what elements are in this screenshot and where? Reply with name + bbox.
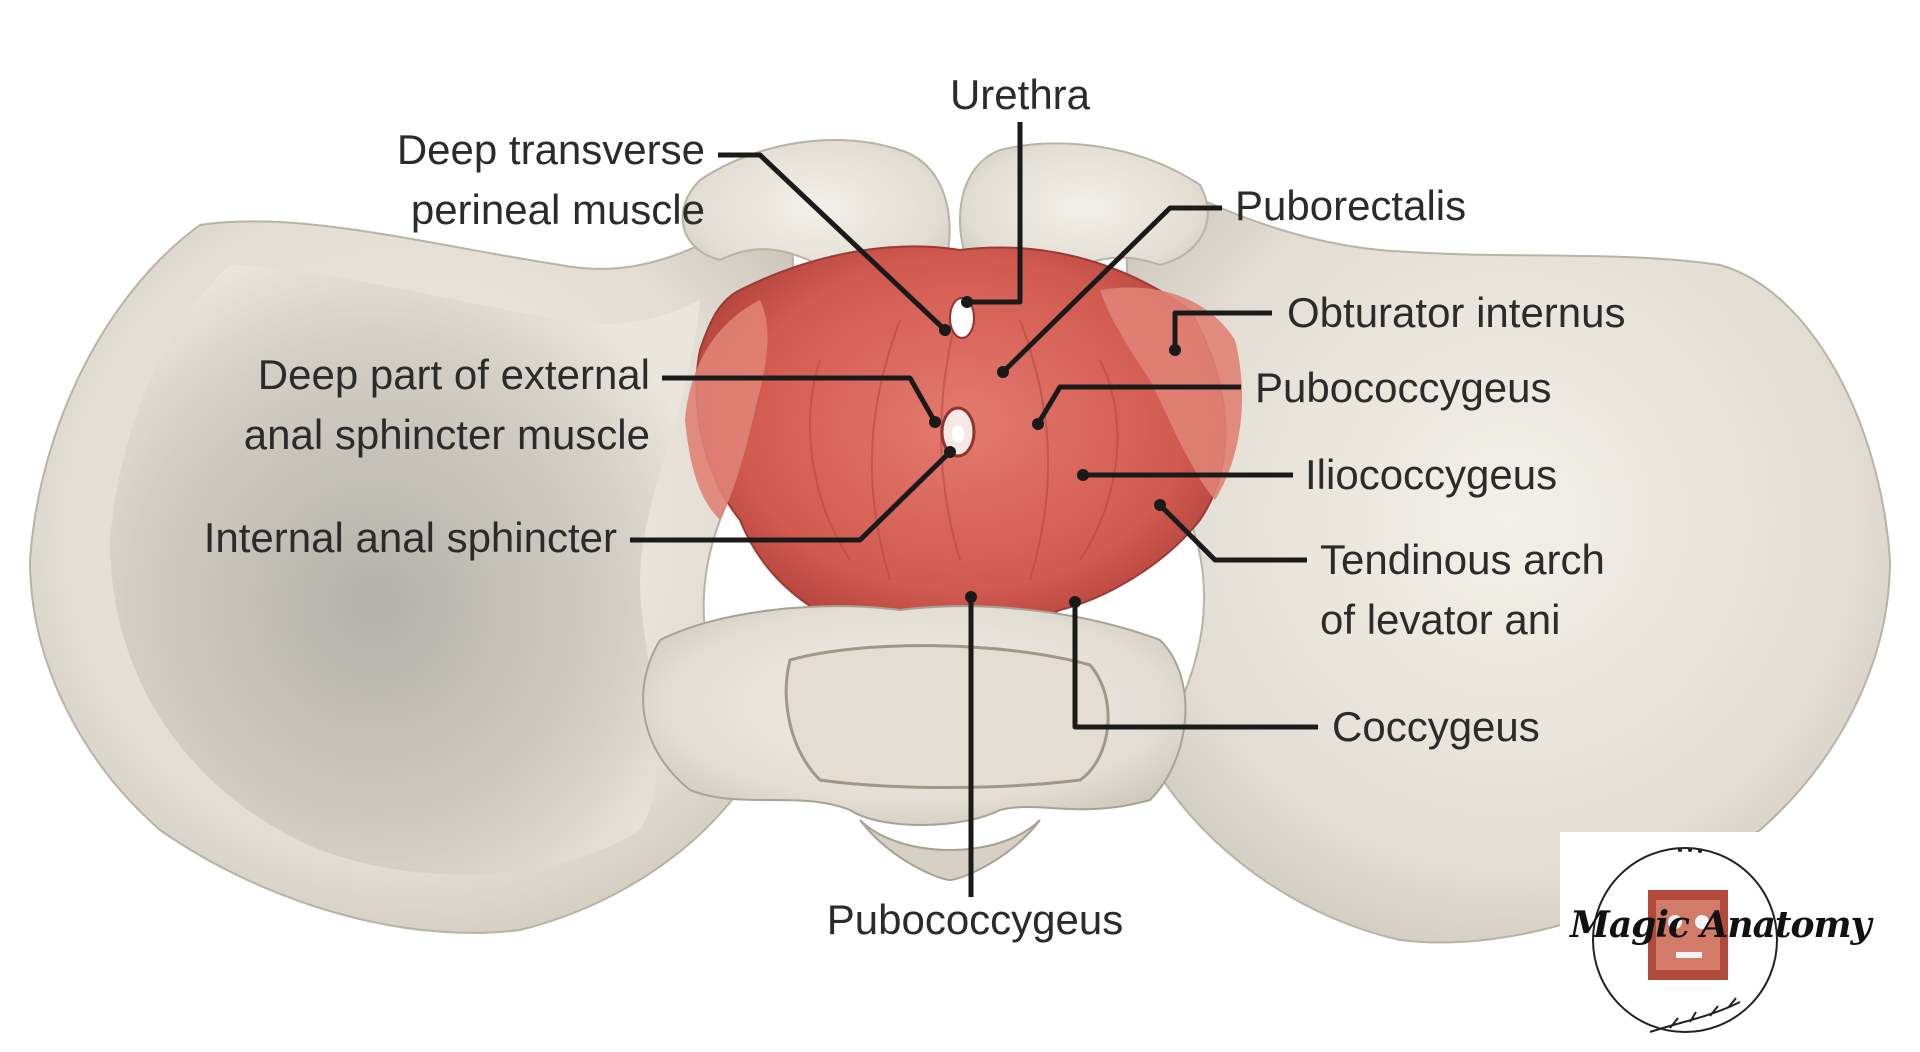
logo-text: Magic Anatomy <box>1570 904 1872 946</box>
sacral-spine <box>859 819 1041 882</box>
leader-puborectalis <box>1001 205 1222 374</box>
leader-deep-transverse <box>718 152 947 332</box>
magic-anatomy-logo: Magic Anatomy <box>1560 832 1872 1048</box>
label-tendinous-arch-line1: Tendinous arch <box>1320 536 1605 583</box>
muscle-fibers <box>809 299 1119 581</box>
label-pubococcygeus-right: Pubococcygeus <box>1255 364 1552 411</box>
logo-emblem <box>1592 847 1778 1033</box>
label-deep-external-line1: Deep part of external <box>257 351 650 398</box>
leader-tendinous-arch <box>1158 503 1307 563</box>
urethral-opening <box>949 297 975 339</box>
label-obturator-internus: Obturator internus <box>1287 289 1626 336</box>
obturator-internus-left <box>685 300 768 520</box>
label-deep-transverse-line1: Deep transverse <box>396 126 705 173</box>
left-iliac-fossa <box>110 265 700 875</box>
obturator-internus-muscle <box>1100 287 1243 500</box>
label-iliococcygeus: Iliococcygeus <box>1305 451 1558 498</box>
leader-internal-anal <box>630 450 952 543</box>
sacral-base <box>784 644 1110 789</box>
leader-dots <box>929 296 1181 608</box>
label-urethra: Urethra <box>949 71 1091 118</box>
label-pubococcygeus-bottom: Pubococcygeus <box>826 896 1124 943</box>
leader-obturator-internus <box>1172 310 1272 350</box>
leader-urethra <box>967 122 1023 305</box>
label-deep-transverse-line2: perineal muscle <box>410 186 705 233</box>
label-puborectalis: Puborectalis <box>1235 182 1467 229</box>
leader-lines <box>630 122 1318 897</box>
label-tendinous-arch-line2: of levator ani <box>1320 596 1561 643</box>
leader-deep-external <box>662 375 938 424</box>
label-deep-external-line2: anal sphincter muscle <box>243 411 650 458</box>
label-internal-anal-sphincter: Internal anal sphincter <box>203 514 617 561</box>
label-coccygeus: Coccygeus <box>1332 703 1540 750</box>
leader-coccygeus <box>1072 602 1318 730</box>
leader-pubococcygeus-right <box>1035 384 1241 426</box>
